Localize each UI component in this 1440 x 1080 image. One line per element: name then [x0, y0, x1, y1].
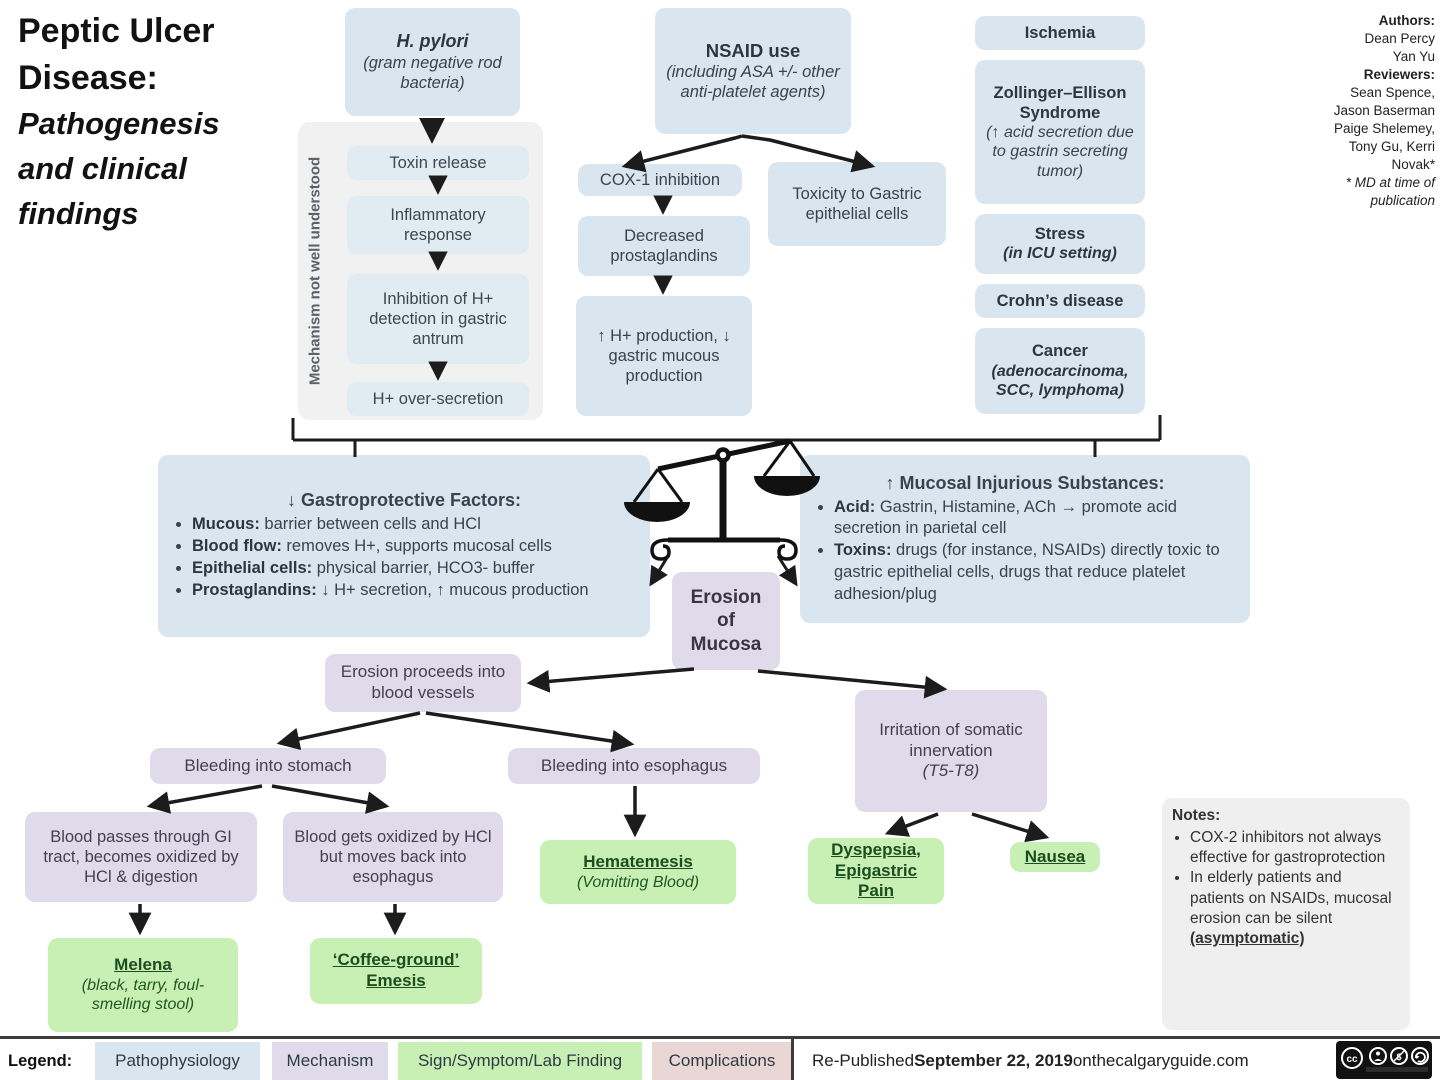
cancer-box: Cancer (adenocarcinoma, SCC, lymphoma) [975, 328, 1145, 414]
hpylori-box: H. pylori (gram negative rod bacteria) [345, 8, 520, 116]
injurious-title: ↑ Mucosal Injurious Substances: [885, 472, 1165, 493]
cc-by-nc-sa-icon: cc $ [1336, 1041, 1432, 1079]
gastro-bullet-bloodflow: Blood flow: removes H+, supports mucosal… [192, 536, 642, 558]
notes-bullet-cox2: COX-2 inhibitors not always effective fo… [1190, 828, 1400, 868]
crohns-box: Crohn’s disease [975, 284, 1145, 318]
legend-sign-symptom: Sign/Symptom/Lab Finding [398, 1042, 642, 1080]
hpylori-subtitle: (gram negative rod bacteria) [363, 53, 502, 92]
authors-names: Dean Percy Yan Yu [1364, 30, 1435, 64]
hematemesis-box: Hematemesis (Vomitting Blood) [540, 840, 736, 904]
gastro-bullet-prostaglandins: Prostaglandins: ↓ H+ secretion, ↑ mucous… [192, 580, 642, 602]
h-production-box: ↑ H+ production, ↓ gastric mucous produc… [576, 296, 752, 416]
legend-divider [791, 1039, 794, 1080]
notes-box: Notes: COX-2 inhibitors not always effec… [1162, 798, 1410, 1030]
stress-title: Stress [1034, 225, 1086, 244]
nsaid-box: NSAID use (including ASA +/- other anti-… [655, 8, 851, 134]
gastro-bullet-epithelial: Epithelial cells: physical barrier, HCO3… [192, 558, 642, 580]
blood-oxidized-box: Blood gets oxidized by HCl but moves bac… [283, 812, 503, 902]
balance-scale-icon [624, 438, 820, 561]
erosion-label: Erosion of Mucosa [690, 587, 762, 655]
bleeding-esophagus-box: Bleeding into esophagus [508, 748, 760, 784]
toxicity-box: Toxicity to Gastric epithelial cells [768, 162, 946, 246]
nsaid-title: NSAID use [705, 39, 801, 61]
hematemesis-subtitle: (Vomitting Blood) [576, 873, 700, 891]
injurious-bullet-toxins: Toxins: drugs (for instance, NSAIDs) dir… [834, 540, 1242, 605]
step-inflammatory-response: Inflammatory response [347, 196, 529, 254]
melena-subtitle: (black, tarry, foul-smelling stool) [81, 976, 205, 1014]
notes-heading: Notes: [1172, 807, 1221, 824]
legend-pathophysiology: Pathophysiology [95, 1042, 260, 1080]
gastro-bullet-mucous: Mucous: barrier between cells and HCl [192, 514, 642, 536]
erosion-proceeds-box: Erosion proceeds into blood vessels [325, 654, 521, 712]
dyspepsia-label: Dyspepsia, Epigastric Pain [831, 839, 921, 901]
injurious-box: ↑ Mucosal Injurious Substances: Acid: Ga… [800, 455, 1250, 623]
blood-gi-box: Blood passes through GI tract, becomes o… [25, 812, 257, 902]
decreased-prostaglandins-box: Decreased prostaglandins [578, 216, 750, 276]
irritation-label: Irritation of somatic innervation [879, 719, 1023, 760]
legend-mechanism: Mechanism [272, 1042, 388, 1080]
melena-box: Melena (black, tarry, foul-smelling stoo… [48, 938, 238, 1032]
step-inhibition-h-detection: Inhibition of H+ detection in gastric an… [347, 274, 529, 364]
reviewers-names: Sean Spence, Jason Baserman Paige Shelem… [1333, 84, 1435, 172]
crohns-label: Crohn’s disease [996, 291, 1124, 310]
bleeding-stomach-box: Bleeding into stomach [150, 748, 386, 784]
nsaid-subtitle: (including ASA +/- other anti-platelet a… [666, 63, 840, 102]
coffee-ground-label: ‘Coffee-ground’ Emesis [332, 950, 460, 990]
cox1-inhibition-box: COX-1 inhibition [578, 164, 742, 196]
irritation-sublabel: (T5-T8) [922, 761, 980, 781]
gastroprotective-box: ↓ Gastroprotective Factors: Mucous: barr… [158, 455, 650, 637]
gastroprotective-title: ↓ Gastroprotective Factors: [286, 490, 522, 511]
site-name: thecalgaryguide.com [1091, 1051, 1249, 1070]
ischemia-box: Ischemia [975, 16, 1145, 50]
stress-subtitle: (in ICU setting) [1003, 245, 1117, 263]
zollinger-title: Zollinger–Ellison Syndrome [993, 83, 1127, 122]
republished-note: Re-Published September 22, 2019 on theca… [812, 1051, 1249, 1070]
dyspepsia-box: Dyspepsia, Epigastric Pain [808, 838, 944, 904]
notes-list: COX-2 inhibitors not always effective fo… [1172, 828, 1400, 949]
svg-text:cc: cc [1346, 1054, 1358, 1065]
legend-bar: Legend: Pathophysiology Mechanism Sign/S… [0, 1036, 1440, 1080]
zollinger-subtitle: (↑ acid secretion due to gastrin secreti… [986, 123, 1134, 180]
page-title: Peptic Ulcer Disease: Pathogenesis and c… [18, 8, 278, 237]
mechanism-side-label: Mechanism not well understood [306, 156, 324, 386]
zollinger-ellison-box: Zollinger–Ellison Syndrome (↑ acid secre… [975, 60, 1145, 204]
cancer-subtitle: (adenocarcinoma, SCC, lymphoma) [991, 362, 1129, 400]
authors-footnote: * MD at time of publication [1345, 174, 1435, 208]
reviewers-heading: Reviewers: [1363, 66, 1435, 82]
ischemia-label: Ischemia [1024, 23, 1096, 42]
page-title-main: Peptic Ulcer Disease: [18, 12, 215, 97]
step-h-oversecretion: H+ over-secretion [347, 382, 529, 416]
cancer-title: Cancer [1032, 342, 1088, 361]
legend-complications: Complications [652, 1042, 792, 1080]
stress-box: Stress (in ICU setting) [975, 214, 1145, 274]
injurious-list: Acid: Gastrin, Histamine, ACh → promote … [808, 497, 1242, 606]
authors-block: Authors: Dean Percy Yan Yu Reviewers: Se… [1290, 12, 1435, 209]
coffee-ground-box: ‘Coffee-ground’ Emesis [310, 938, 482, 1004]
page-title-subtitle: Pathogenesis and clinical findings [18, 105, 220, 231]
notes-bullet-elderly: In elderly patients and patients on NSAI… [1190, 868, 1400, 949]
hpylori-title: H. pylori [396, 30, 469, 51]
step-toxin-release: Toxin release [347, 146, 529, 180]
nausea-box: Nausea [1010, 842, 1100, 872]
hematemesis-title: Hematemesis [583, 851, 693, 871]
injurious-bullet-acid: Acid: Gastrin, Histamine, ACh → promote … [834, 497, 1242, 541]
irritation-box: Irritation of somatic innervation (T5-T8… [855, 690, 1047, 812]
melena-title: Melena [114, 955, 172, 975]
erosion-of-mucosa-box: Erosion of Mucosa [672, 572, 780, 670]
legend-label: Legend: [8, 1051, 73, 1070]
gastroprotective-list: Mucous: barrier between cells and HCl Bl… [166, 514, 642, 601]
cc-license-badge: cc $ [1336, 1041, 1432, 1080]
nausea-label: Nausea [1024, 846, 1086, 866]
authors-heading: Authors: [1378, 13, 1435, 28]
